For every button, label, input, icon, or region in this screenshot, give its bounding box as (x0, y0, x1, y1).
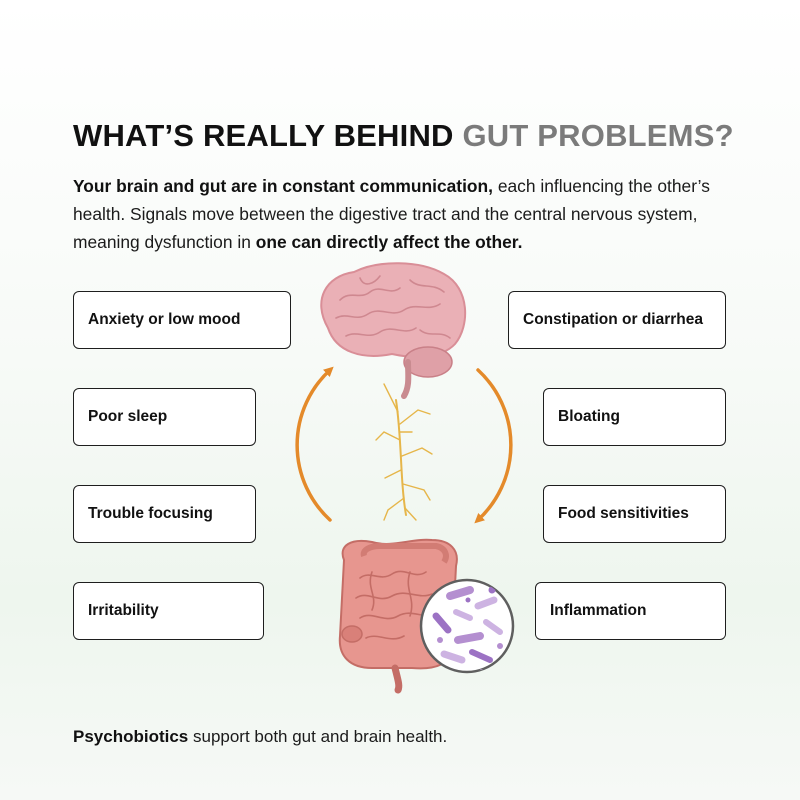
symptom-box-bloating: Bloating (543, 388, 726, 446)
symptom-box-inflammation: Inflammation (535, 582, 726, 640)
symptom-box-constipation: Constipation or diarrhea (508, 291, 726, 349)
symptom-label: Irritability (88, 602, 159, 619)
title-main: WHAT’S REALLY BEHIND (73, 118, 454, 153)
page-title: WHAT’S REALLY BEHIND GUT PROBLEMS? (73, 118, 734, 154)
intro-text-1: each influencing the other’s health. Sig… (73, 176, 710, 252)
symptom-box-trouble-focusing: Trouble focusing (73, 485, 256, 543)
footer-bold: Psychobiotics (73, 727, 189, 746)
intro-paragraph: Your brain and gut are in constant commu… (73, 172, 753, 256)
title-accent: GUT PROBLEMS? (462, 118, 734, 153)
symptom-label: Anxiety or low mood (88, 311, 241, 328)
symptom-box-poor-sleep: Poor sleep (73, 388, 256, 446)
symptom-label: Constipation or diarrhea (523, 311, 703, 328)
footer-text: support both gut and brain health. (188, 727, 448, 746)
symptom-label: Inflammation (550, 602, 647, 619)
symptom-label: Food sensitivities (558, 505, 689, 522)
symptom-label: Bloating (558, 408, 620, 425)
footer-note: Psychobiotics support both gut and brain… (73, 727, 447, 747)
vagus-nerve-icon (375, 383, 433, 521)
intro-bold-1: Your brain and gut are in constant commu… (73, 176, 493, 196)
arrow-brain-to-gut (474, 368, 513, 524)
symptom-label: Trouble focusing (88, 505, 213, 522)
brain-icon (320, 262, 467, 399)
arrow-gut-to-brain (295, 366, 334, 522)
symptom-box-anxiety: Anxiety or low mood (73, 291, 291, 349)
symptom-box-irritability: Irritability (73, 582, 264, 640)
intro-bold-2: one can directly affect the other. (255, 232, 523, 252)
gut-bacteria-icon (419, 578, 515, 674)
symptom-box-food-sensitivities: Food sensitivities (543, 485, 726, 543)
symptom-label: Poor sleep (88, 408, 168, 425)
